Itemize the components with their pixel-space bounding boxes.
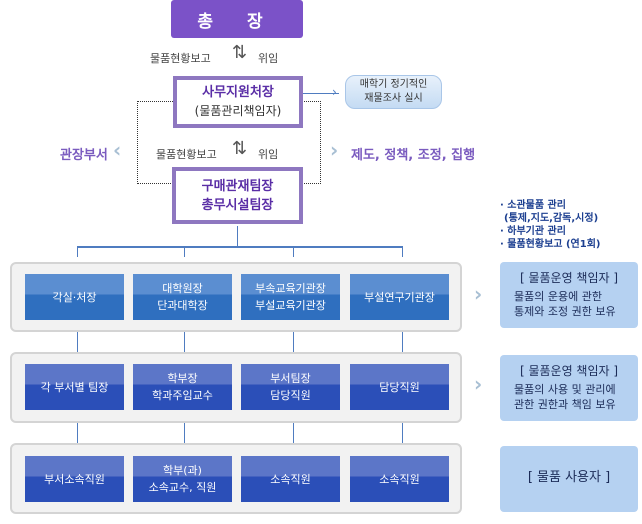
team-head-box: 구매관재팀장 총무시설팀장 bbox=[172, 167, 303, 224]
info-line: 통제와 조정 권한 보유 bbox=[514, 305, 616, 318]
connector bbox=[293, 332, 294, 352]
info-line: 물품의 사용 및 관리에 bbox=[514, 383, 616, 396]
duty-item: · 물품현황보고 (연1회) bbox=[500, 239, 601, 250]
cell-text: 부설연구기관장 bbox=[364, 290, 435, 304]
connector bbox=[77, 246, 78, 257]
cell-text: 소속직원 bbox=[270, 472, 311, 486]
connector bbox=[402, 332, 403, 352]
cell-text: 학부장 bbox=[167, 372, 198, 385]
duty-item: (통제,지도,감독,시정) bbox=[504, 213, 599, 224]
row-panel-3: 부서소속직원 학부(과) 소속교수, 직원 소속직원 소속직원 bbox=[10, 443, 462, 514]
info-box-3: [ 물품 사용자 ] bbox=[500, 446, 638, 512]
chevron-right-icon: › bbox=[330, 138, 339, 162]
org-cell: 학부(과) 소속교수, 직원 bbox=[133, 456, 232, 502]
org-cell: 담당직원 bbox=[350, 364, 449, 410]
info-title: [ 물품운영 책임자 ] bbox=[519, 271, 619, 285]
connector bbox=[402, 423, 403, 443]
info-box-1: [ 물품운영 책임자 ] 물품의 운용에 관한 통제와 조정 권한 보유 bbox=[500, 262, 638, 328]
duty-item: · 하부기관 관리 bbox=[500, 226, 566, 237]
org-cell: 각 부서별 팀장 bbox=[25, 364, 124, 410]
connector bbox=[184, 423, 185, 443]
cell-text: 담당직원 bbox=[270, 389, 311, 402]
delegate-label-1: 위임 bbox=[258, 52, 279, 65]
bubble-line2: 재물조사 실시 bbox=[364, 93, 423, 104]
cell-text: 소속직원 bbox=[379, 472, 420, 486]
arrow-line bbox=[303, 93, 339, 94]
connector bbox=[402, 246, 403, 257]
up-down-arrow-icon: ⇅ bbox=[232, 42, 248, 63]
connector bbox=[184, 246, 185, 257]
report-label-2: 물품현황보고 bbox=[156, 148, 217, 161]
cell-text: 담당직원 bbox=[379, 380, 420, 394]
connector bbox=[293, 423, 294, 443]
duties-list: · 소관물품 관리 (통제,지도,감독,시정) · 하부기관 관리 · 물품현황… bbox=[500, 199, 600, 251]
team-head-line2: 총무시설팀장 bbox=[201, 197, 274, 213]
cell-text: 부서소속직원 bbox=[44, 472, 105, 486]
cell-text: 단과대학장 bbox=[157, 299, 208, 312]
cell-text: 부설교육기관장 bbox=[255, 299, 326, 312]
president-box: 총 장 bbox=[171, 0, 303, 38]
managing-dept-label: 관장부서 bbox=[60, 148, 108, 163]
admin-head-box: 사무지원처장 (물품관리책임자) bbox=[173, 76, 303, 128]
admin-head-title: 사무지원처장 bbox=[202, 85, 274, 100]
info-box-2: [ 물품운영 책임자 ] 물품의 사용 및 관리에 관한 권한과 책임 보유 bbox=[500, 355, 638, 421]
info-title: [ 물품운영 책임자 ] bbox=[519, 364, 619, 378]
cell-text: 부속교육기관장 bbox=[255, 282, 326, 295]
delegate-label-2: 위임 bbox=[258, 148, 279, 161]
info-line: 관한 권한과 책임 보유 bbox=[514, 398, 616, 411]
connector bbox=[184, 332, 185, 352]
chevron-left-icon: ‹ bbox=[113, 138, 122, 162]
cell-text: 부서팀장 bbox=[270, 372, 311, 385]
admin-head-subtitle: (물품관리책임자) bbox=[194, 104, 282, 118]
report-label-1: 물품현황보고 bbox=[150, 52, 211, 65]
team-head-line1: 구매관재팀장 bbox=[201, 178, 274, 194]
org-cell: 소속직원 bbox=[241, 456, 340, 502]
info-line: 물품의 운용에 관한 bbox=[514, 290, 602, 303]
up-down-arrow-icon-2: ⇅ bbox=[232, 138, 248, 159]
cell-text: 학과주임교수 bbox=[152, 389, 213, 402]
cell-text: 소속교수, 직원 bbox=[148, 481, 217, 494]
arrow-head-icon: › bbox=[332, 85, 337, 99]
cell-text: 각실·처장 bbox=[52, 290, 97, 304]
connector bbox=[77, 332, 78, 352]
chevron-right-icon: › bbox=[474, 372, 483, 396]
org-cell: 각실·처장 bbox=[25, 274, 124, 320]
policy-label: 제도, 정책, 조정, 집행 bbox=[351, 148, 476, 163]
connector bbox=[77, 246, 403, 248]
cell-text: 학부(과) bbox=[163, 464, 202, 477]
connector bbox=[293, 246, 294, 257]
inventory-bubble: 매학기 정기적인 재물조사 실시 bbox=[345, 75, 442, 109]
org-cell: 부설연구기관장 bbox=[350, 274, 449, 320]
bubble-line1: 매학기 정기적인 bbox=[359, 79, 428, 90]
info-title: [ 물품 사용자 ] bbox=[527, 470, 611, 485]
cell-text: 각 부서별 팀장 bbox=[40, 380, 109, 394]
duty-item: · 소관물품 관리 bbox=[500, 200, 566, 211]
org-cell: 부서소속직원 bbox=[25, 456, 124, 502]
connector bbox=[77, 423, 78, 443]
cell-text: 대학원장 bbox=[162, 282, 203, 295]
connector bbox=[237, 226, 238, 247]
president-label: 총 장 bbox=[197, 11, 277, 32]
org-cell: 소속직원 bbox=[350, 456, 449, 502]
chevron-right-icon: › bbox=[474, 282, 483, 306]
